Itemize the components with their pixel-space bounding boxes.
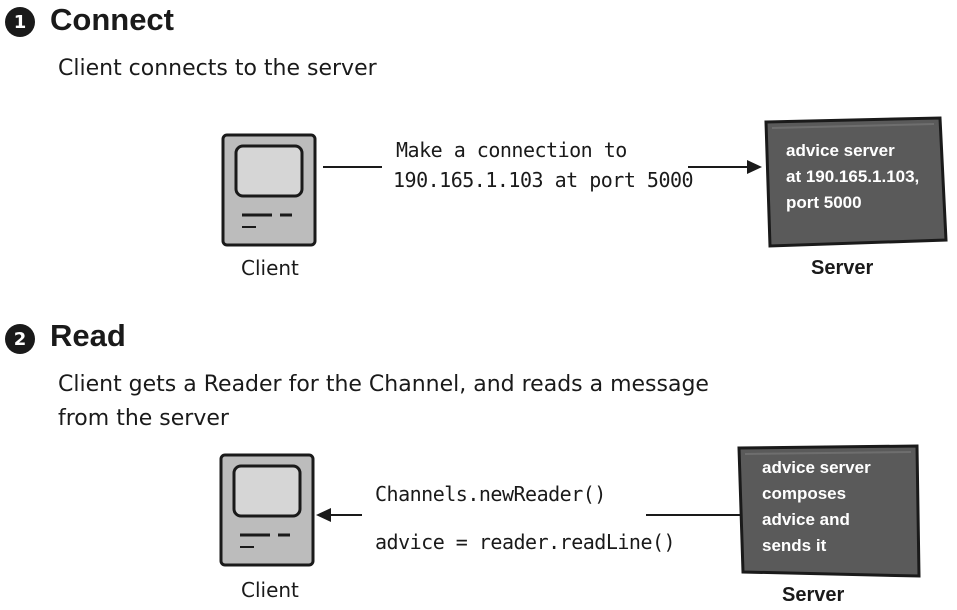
step-2-client-label: Client: [241, 578, 299, 602]
step-1-message-line-2: 190.165.1.103 at port 5000: [393, 168, 694, 192]
step-2-badge: 2: [5, 324, 35, 354]
step-2-server-line-1: advice server: [762, 458, 871, 477]
step-2-description-line-1: Client gets a Reader for the Channel, an…: [58, 372, 709, 397]
step-2-description-line-2: from the server: [58, 406, 229, 431]
step-2-description: Client gets a Reader for the Channel, an…: [58, 368, 709, 436]
step-1-title: Connect: [50, 2, 174, 37]
step-1-server-text: advice server at 190.165.1.103, port 500…: [786, 138, 919, 216]
step-1-server-label: Server: [811, 257, 874, 279]
step-2-server-line-2: composes: [762, 484, 847, 503]
server-box-icon: [764, 116, 948, 248]
step-1-description: Client connects to the server: [58, 56, 377, 81]
step-2-code-line-2: advice = reader.readLine(): [375, 530, 676, 554]
step-2-code-line-1: Channels.newReader(): [375, 482, 606, 506]
arrow-left-icon: [316, 508, 331, 522]
step-1-badge: 1: [5, 7, 35, 37]
server-box-icon: [737, 444, 921, 578]
step-2-server-line-3: advice and: [762, 510, 850, 529]
step-1-client-label: Client: [241, 256, 299, 280]
computer-icon: [219, 453, 315, 567]
step-1-message-line-1: Make a connection to: [396, 138, 627, 162]
step-2-server-text: advice server composes advice and sends …: [762, 455, 871, 559]
step-2-server-line-4: sends it: [762, 536, 827, 555]
computer-icon: [221, 133, 317, 247]
step-1-server-line-3: port 5000: [786, 193, 862, 212]
step-2-server-label: Server: [782, 584, 845, 606]
step-2-title: Read: [50, 318, 126, 353]
step-1-server-line-2: at 190.165.1.103,: [786, 167, 920, 186]
step-1-number: 1: [13, 11, 27, 33]
step-2-number: 2: [13, 328, 27, 350]
step-1-server-line-1: advice server: [786, 141, 895, 160]
